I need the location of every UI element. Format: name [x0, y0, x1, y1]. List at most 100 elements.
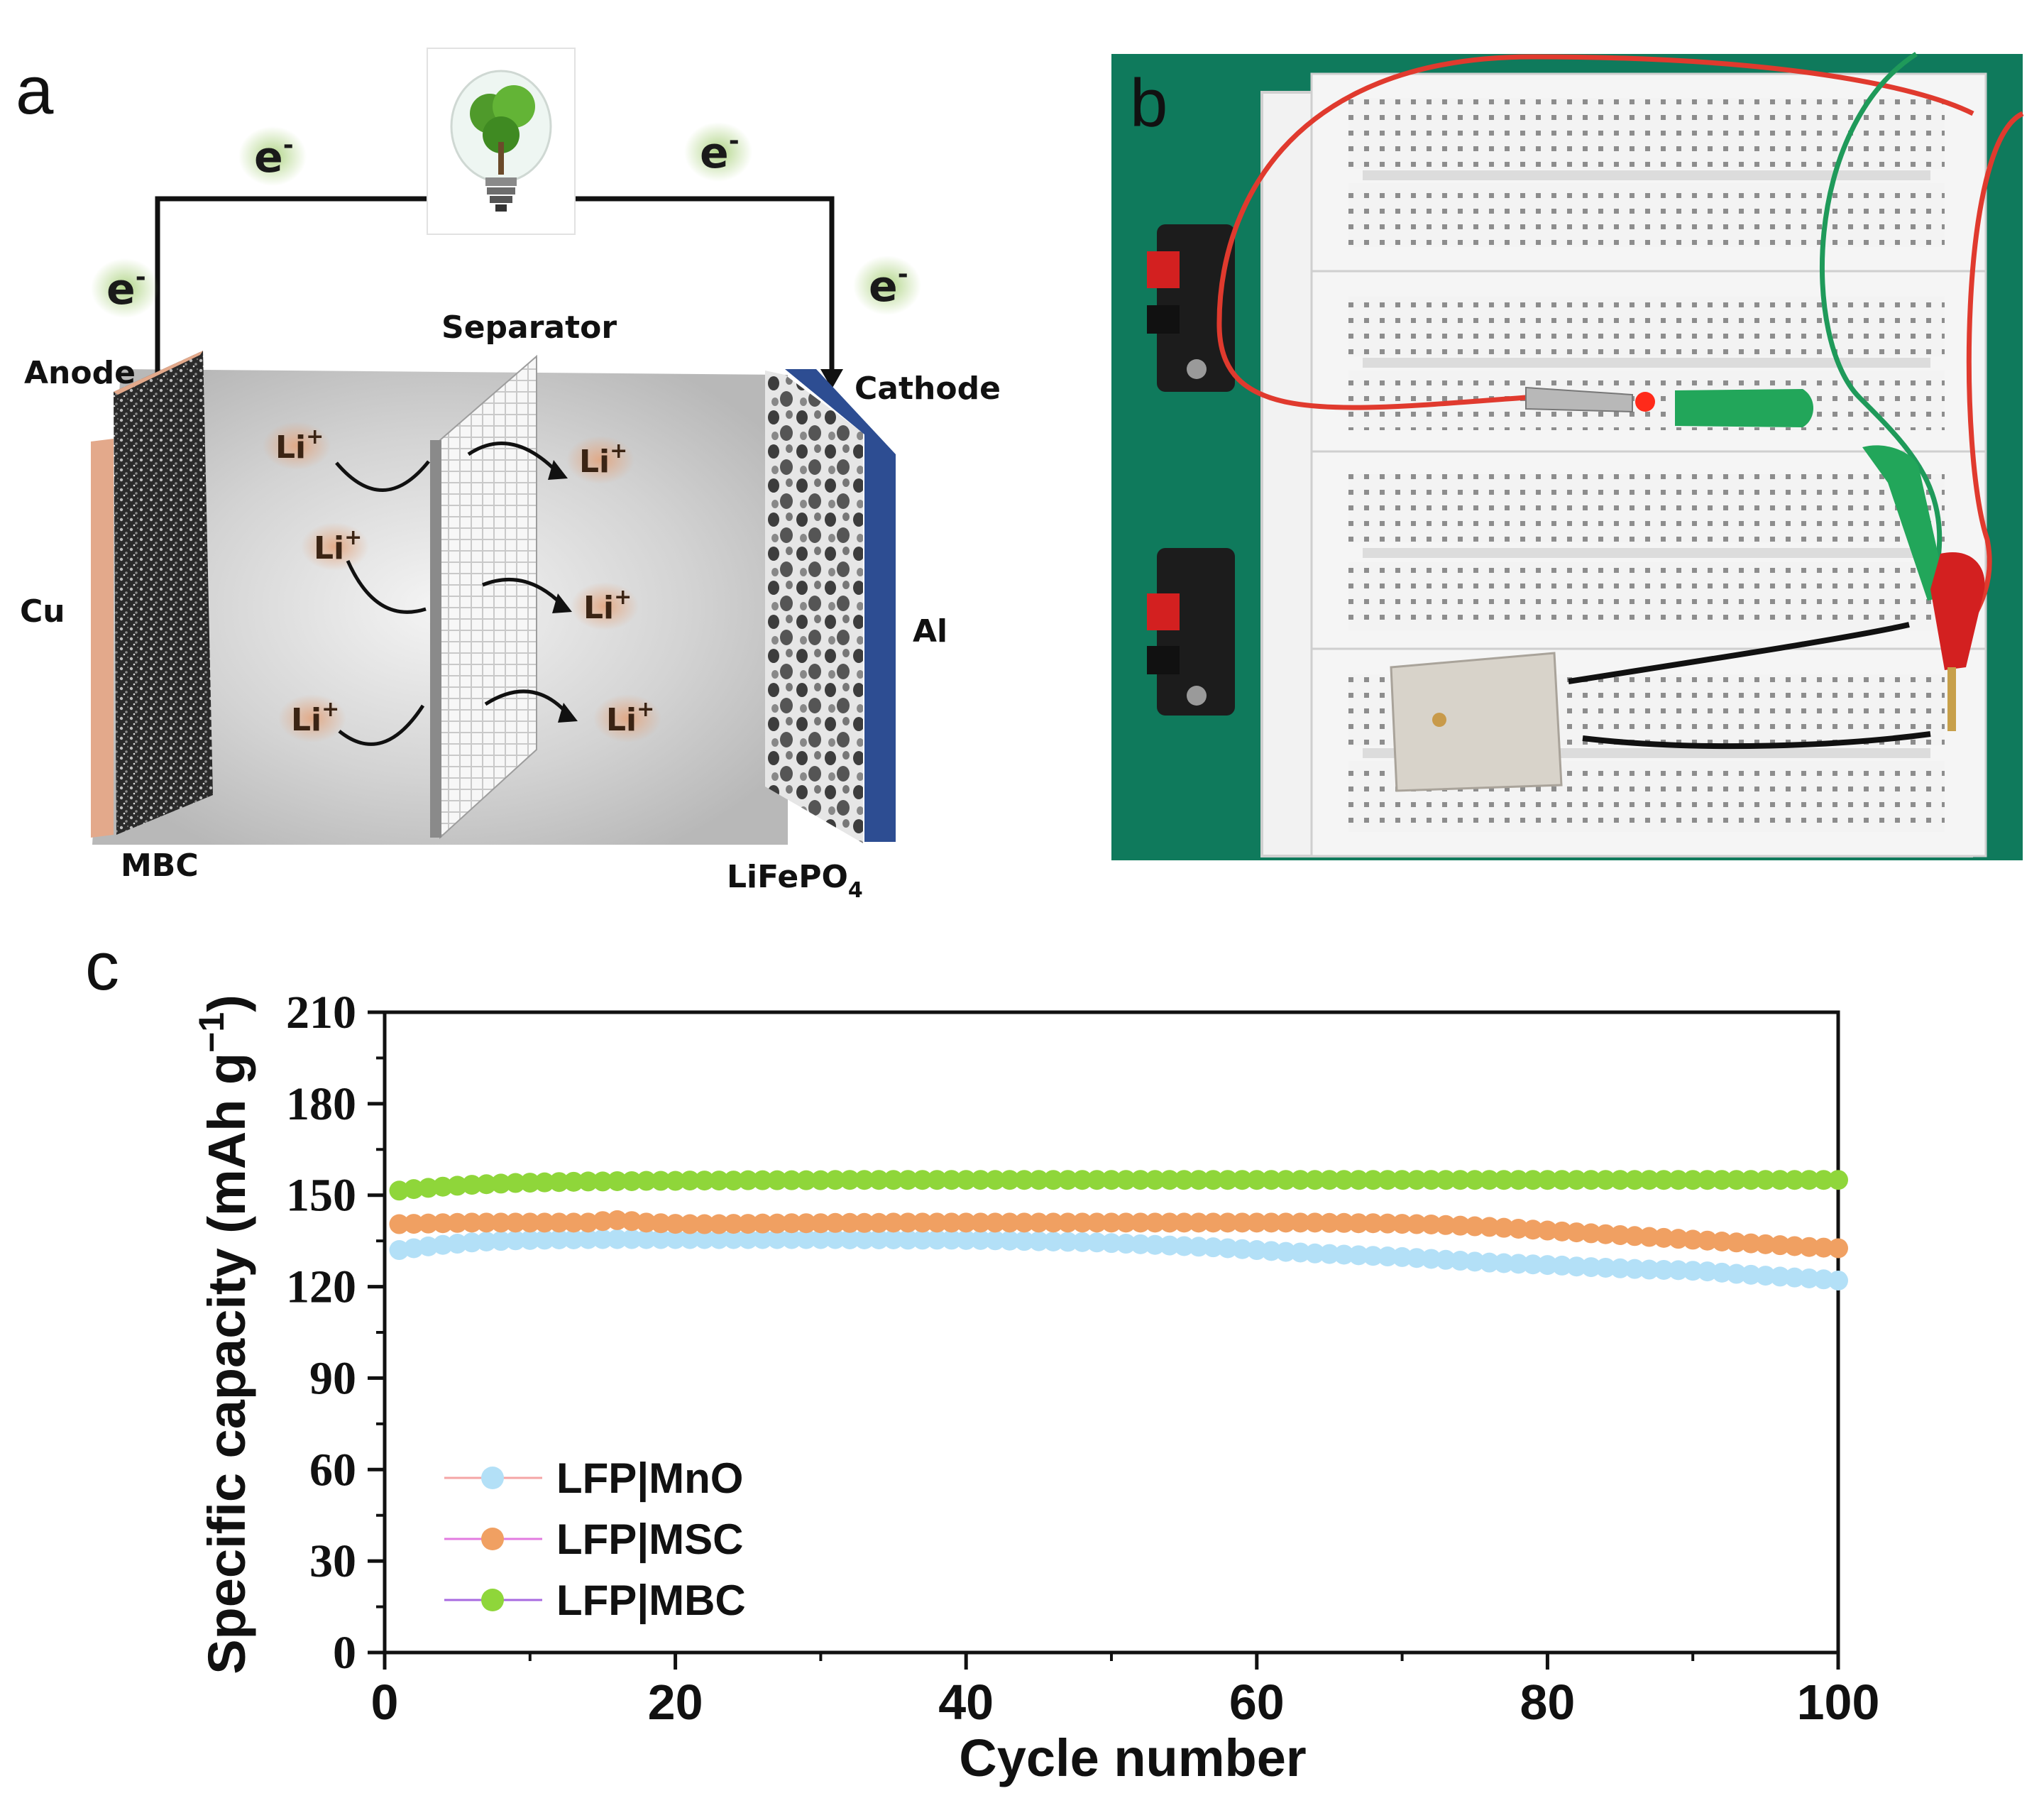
data-point	[1421, 1249, 1441, 1269]
data-point	[723, 1214, 744, 1234]
data-point	[1726, 1170, 1747, 1190]
data-point	[1392, 1214, 1412, 1234]
lithium-ion-right-bottom: Li+	[593, 694, 661, 742]
data-point	[651, 1229, 671, 1249]
data-point	[505, 1212, 526, 1233]
data-point	[766, 1229, 787, 1249]
data-point	[680, 1214, 700, 1234]
data-point	[1479, 1170, 1500, 1190]
data-point	[912, 1170, 933, 1190]
data-point	[403, 1214, 424, 1234]
data-point	[1828, 1170, 1848, 1190]
data-point	[825, 1170, 845, 1190]
svg-text:e-: e-	[254, 131, 294, 182]
data-point	[432, 1234, 453, 1255]
data-point	[418, 1213, 439, 1234]
data-point	[709, 1171, 730, 1191]
data-point	[1014, 1212, 1035, 1233]
data-point	[811, 1213, 831, 1234]
green-wire	[1820, 52, 1943, 597]
data-point	[1188, 1170, 1209, 1190]
alligator-clip-green-horizontal	[1675, 389, 1813, 427]
alligator-clip-red	[1930, 552, 1985, 731]
series-lfp-mno	[389, 1229, 1848, 1290]
data-point	[956, 1170, 977, 1190]
data-point	[1551, 1221, 1572, 1242]
data-point	[883, 1212, 903, 1233]
data-point	[1581, 1170, 1601, 1190]
data-point	[389, 1240, 410, 1261]
data-point	[1392, 1246, 1412, 1267]
svg-text:Li+: Li+	[275, 424, 324, 466]
x-tick-label: 80	[1520, 1675, 1575, 1730]
lithium-ion-left-middle: Li+	[301, 522, 369, 571]
x-tick-label: 20	[648, 1675, 703, 1730]
electron-label: e-	[238, 126, 307, 186]
legend-marker	[481, 1467, 504, 1489]
data-point	[505, 1230, 526, 1251]
data-point	[1508, 1254, 1529, 1274]
data-point	[1465, 1216, 1485, 1237]
data-point	[1581, 1223, 1601, 1244]
data-point	[1261, 1241, 1282, 1261]
data-point	[1334, 1244, 1354, 1265]
data-point	[1770, 1266, 1791, 1287]
data-point	[1625, 1226, 1645, 1246]
data-point	[985, 1212, 1006, 1233]
data-point	[1304, 1243, 1325, 1264]
data-point	[1057, 1212, 1078, 1233]
data-point	[1610, 1224, 1630, 1245]
data-point	[578, 1171, 598, 1192]
data-point	[738, 1170, 758, 1190]
data-point	[1304, 1212, 1325, 1233]
data-point	[1378, 1213, 1398, 1234]
alligator-clip-silver	[1525, 386, 1633, 413]
binding-post-top	[1147, 224, 1235, 392]
data-point	[1828, 1238, 1848, 1259]
data-point	[1479, 1252, 1500, 1273]
data-point	[1479, 1217, 1500, 1237]
panel-c-label: c	[85, 928, 119, 1004]
data-point	[854, 1212, 874, 1233]
data-point	[1436, 1215, 1456, 1235]
data-point	[941, 1170, 962, 1190]
data-point	[956, 1229, 977, 1250]
data-point	[564, 1171, 584, 1192]
data-point	[781, 1229, 802, 1249]
data-point	[1799, 1268, 1820, 1288]
copper-current-collector	[91, 439, 114, 838]
data-series	[389, 1170, 1848, 1290]
lifepo4-label: LiFePO4	[727, 859, 863, 903]
data-point	[1203, 1170, 1224, 1190]
data-point	[752, 1213, 773, 1234]
data-point	[389, 1214, 410, 1234]
data-point	[1028, 1231, 1049, 1251]
data-point	[1363, 1213, 1383, 1234]
data-point	[1217, 1238, 1238, 1259]
data-point	[1813, 1269, 1834, 1290]
panel-b-photo: b	[1111, 52, 2024, 860]
data-point	[461, 1175, 482, 1195]
data-point	[1261, 1212, 1282, 1233]
data-point	[1683, 1170, 1703, 1190]
data-point	[447, 1234, 468, 1254]
data-point	[578, 1229, 598, 1249]
data-point	[738, 1229, 758, 1249]
data-point	[1275, 1170, 1296, 1190]
data-point	[766, 1170, 787, 1190]
x-tick-label: 40	[938, 1675, 994, 1730]
data-point	[869, 1170, 889, 1190]
data-point	[432, 1176, 453, 1197]
data-point	[927, 1170, 947, 1190]
y-tick-label: 90	[309, 1352, 356, 1404]
data-point	[1813, 1237, 1834, 1258]
data-point	[1595, 1224, 1616, 1244]
data-point	[1348, 1170, 1369, 1190]
data-point	[534, 1229, 555, 1250]
breadboard	[1260, 72, 1987, 857]
data-point	[1246, 1212, 1267, 1233]
data-point	[1232, 1239, 1253, 1259]
ion-transport-arrows	[335, 442, 569, 746]
data-point	[461, 1232, 482, 1253]
